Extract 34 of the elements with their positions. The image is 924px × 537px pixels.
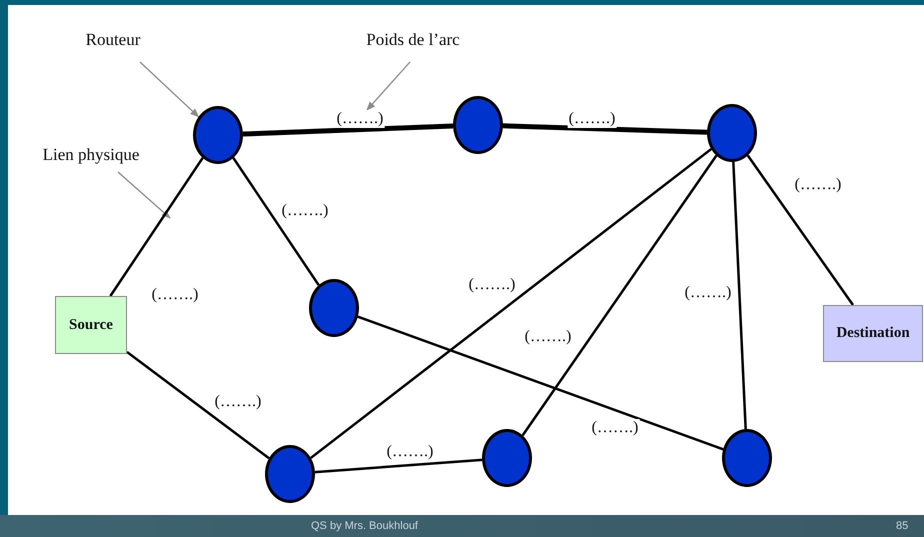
link-line <box>732 162 747 430</box>
link-line <box>314 458 482 474</box>
edge-label: (…….) <box>468 276 516 294</box>
endpoint-label: Destination <box>836 325 910 342</box>
edge-label: (…….) <box>280 202 330 220</box>
link-line <box>357 315 724 451</box>
leader-arrow <box>118 172 171 219</box>
edge-label: (…….) <box>524 328 572 346</box>
callout-text: Lien physique <box>42 145 140 165</box>
link-line <box>522 154 718 436</box>
link-line <box>232 157 320 286</box>
edge-label: (…….) <box>590 419 640 437</box>
link-line <box>109 157 204 297</box>
callout-text: Poids de l’arc <box>366 30 460 50</box>
endpoint-label: Source <box>69 316 113 334</box>
edge-label: (…….) <box>794 176 842 194</box>
edge-label: (…….) <box>336 110 384 128</box>
leader-arrow <box>140 62 200 118</box>
link-line <box>310 148 712 459</box>
edge-label: (…….) <box>150 286 200 304</box>
page-number: 85 <box>896 520 908 532</box>
link-line <box>242 123 454 137</box>
edge-label: (…….) <box>214 393 262 411</box>
leader-arrow <box>366 62 410 111</box>
edge-label: (…….) <box>568 110 616 128</box>
endpoint-box <box>823 305 923 362</box>
footer-text: QS by Mrs. Boukhlouf <box>311 520 418 532</box>
edge-label: (…….) <box>684 284 732 302</box>
edge-label: (…….) <box>386 443 434 461</box>
callout-text: Routeur <box>86 30 140 50</box>
endpoint-box <box>55 296 127 354</box>
link-line <box>126 350 270 460</box>
link-line <box>502 123 708 135</box>
link-line <box>746 154 854 306</box>
